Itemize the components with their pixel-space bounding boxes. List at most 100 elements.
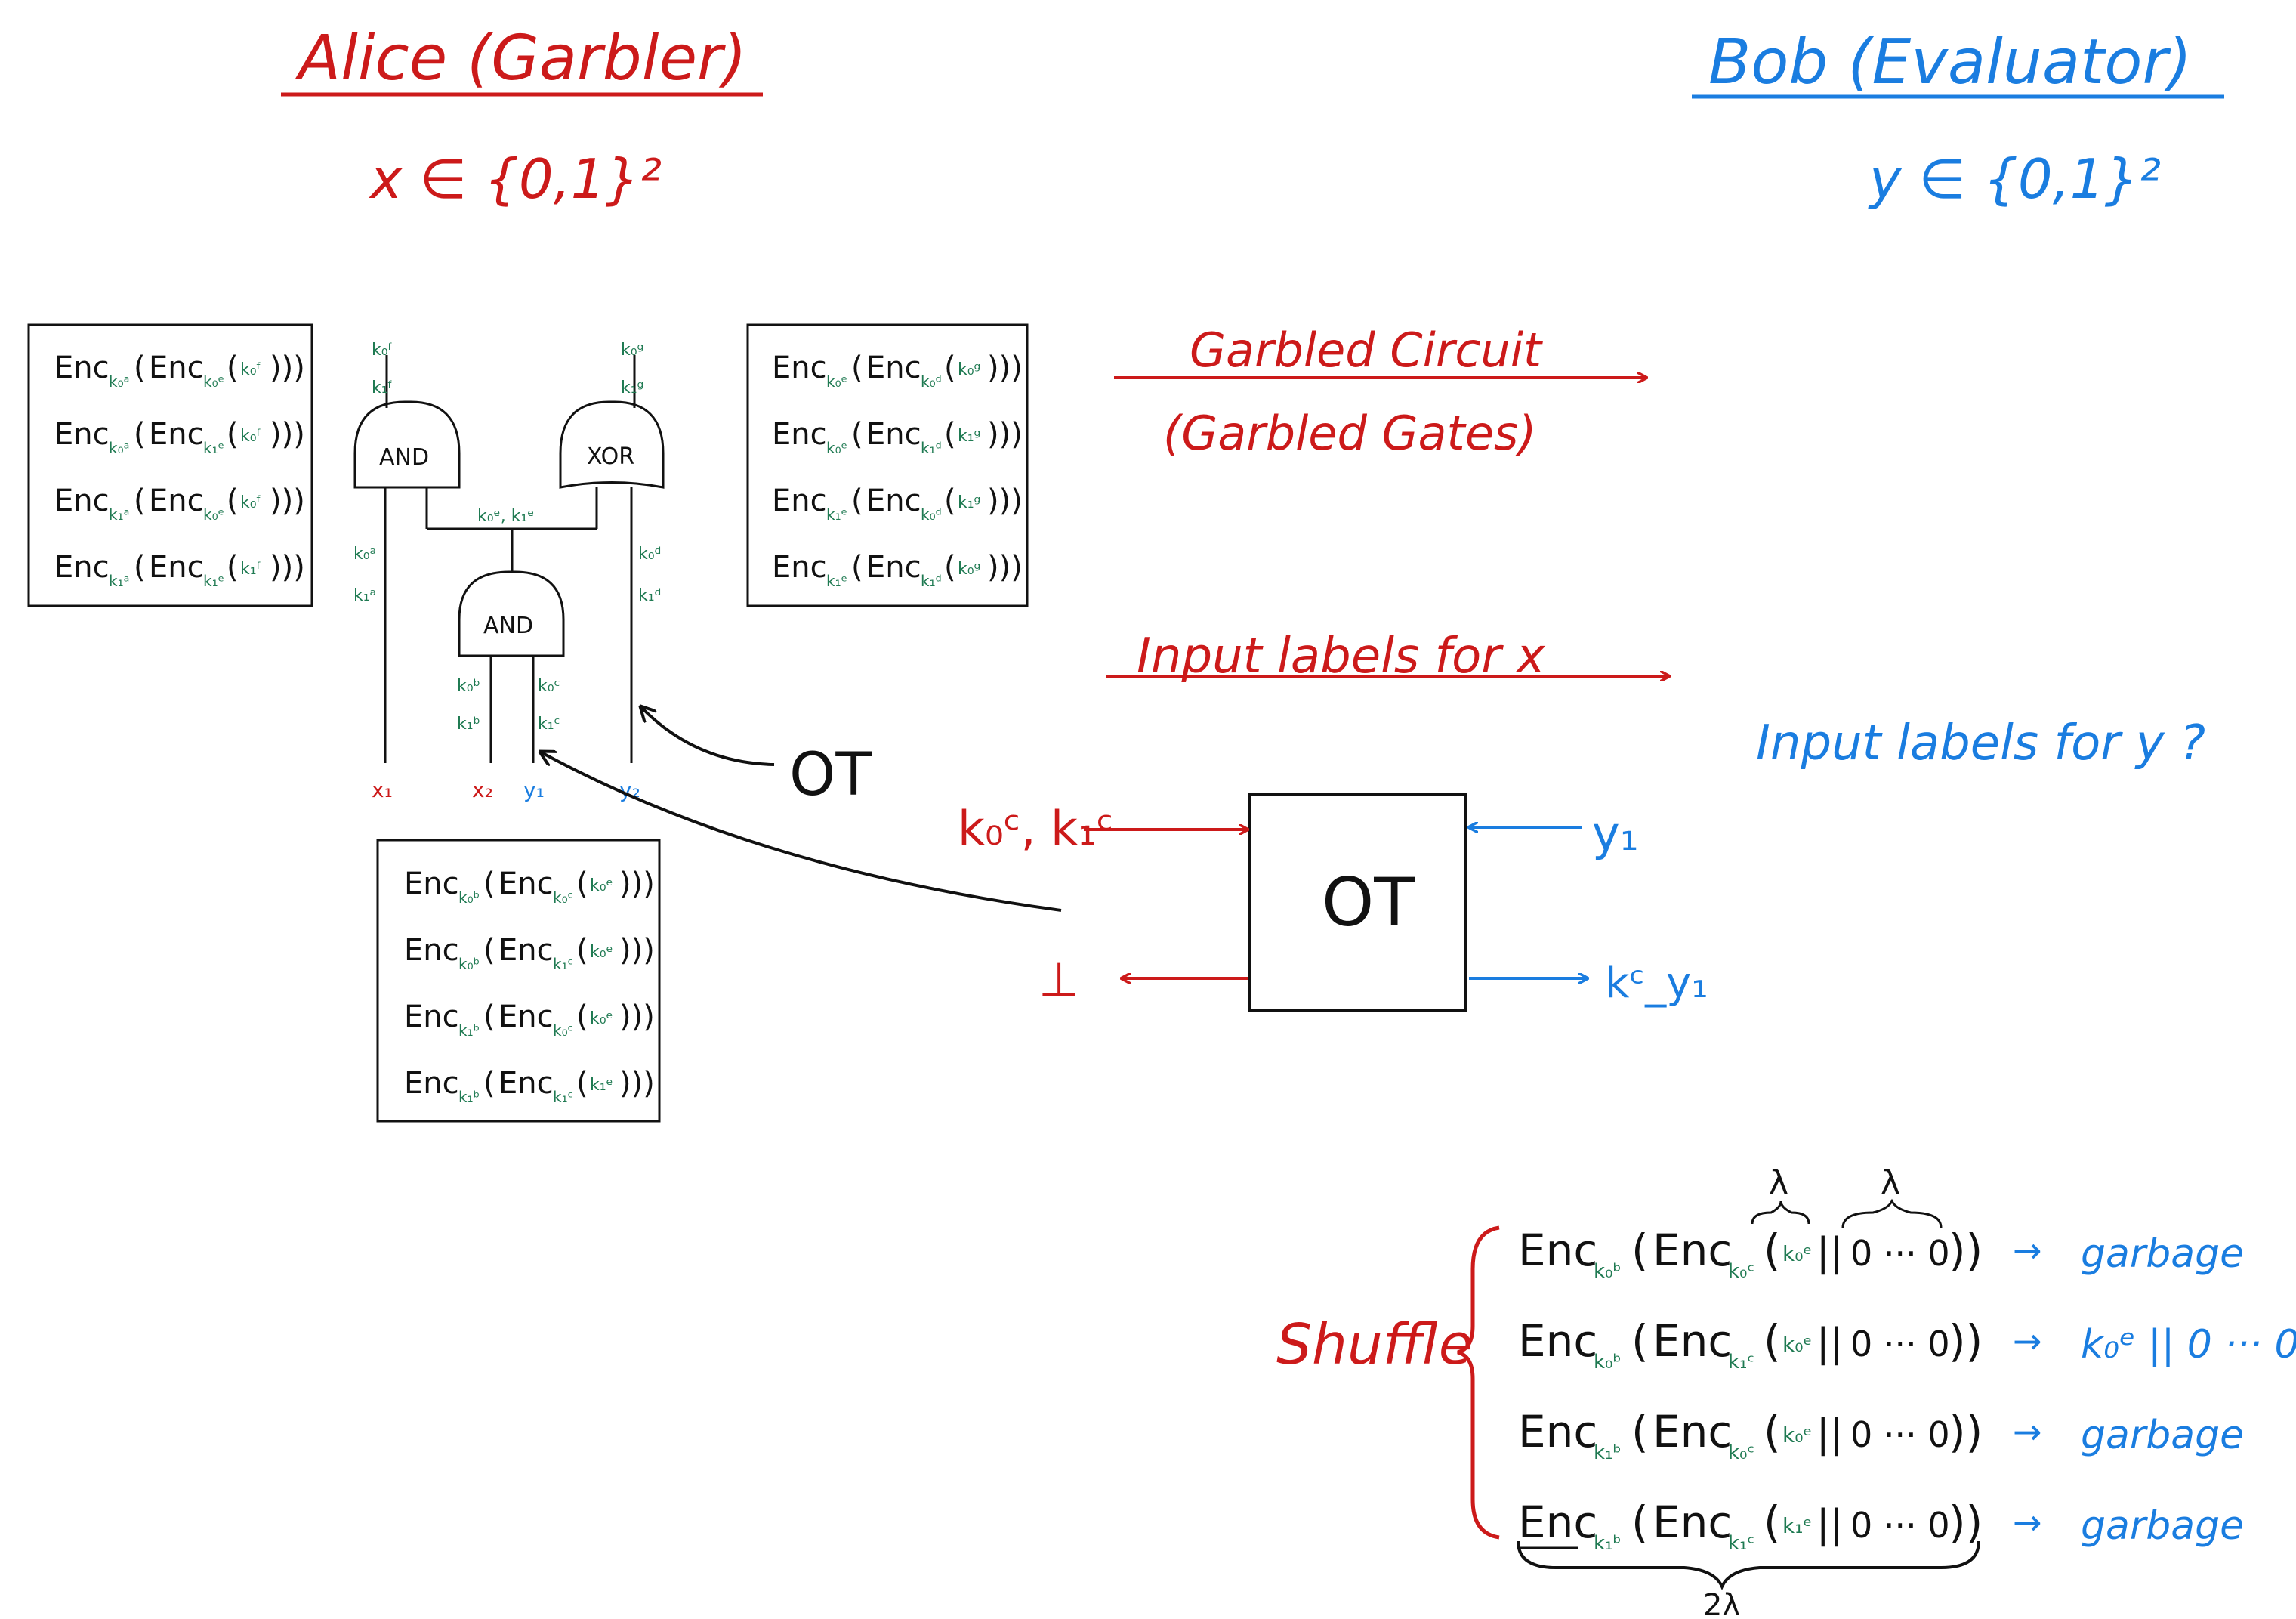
inner-key: k₀ᵈ (921, 505, 942, 524)
ot-sender-output: ⊥ (1038, 952, 1079, 1007)
ot-box (1248, 793, 1467, 1012)
plaintext-key: k₁ᵍ (958, 427, 980, 446)
ot-arrow-to-y2 (640, 706, 775, 766)
result-arrow-icon: → (2013, 1321, 2042, 1361)
zero-pad: 0 ··· 0 (1850, 1233, 1950, 1274)
paren: ( (1764, 1497, 1781, 1548)
enc-text: Enc (866, 484, 921, 518)
two-lambda-brace (1517, 1540, 1980, 1590)
shuffle-result: garbage (2081, 1413, 2244, 1458)
wire-a-label-1: k₁ᵃ (353, 586, 376, 605)
inner-key: k₁ᵈ (921, 572, 942, 590)
inner-key: k₀ᵉ (203, 505, 224, 524)
ot-arrow-to-y1 (540, 752, 1062, 912)
wire-c-label-0: k₀ᶜ (538, 677, 560, 696)
enc-text: Enc (772, 417, 827, 452)
outer-key: k₀ᵇ (1594, 1260, 1622, 1283)
paren: ( (483, 867, 495, 901)
wire-f-label-0: k₀ᶠ (372, 341, 393, 360)
plaintext-key: k₁ᵍ (958, 493, 980, 512)
ot-receiver-input: y₁ (1592, 806, 1639, 861)
bob-title: Bob (Evaluator) (1708, 26, 2192, 98)
shuffle-label: Shuffle (1276, 1312, 1473, 1377)
circuit-wires (384, 355, 636, 763)
paren: ( (483, 1066, 495, 1101)
outer-key: k₀ᵃ (109, 439, 129, 457)
ot-receiver-output: kᶜ_y₁ (1605, 959, 1708, 1008)
plaintext-key: k₀ᵉ (1782, 1241, 1812, 1266)
garbled-table-right (746, 323, 1029, 607)
paren: ( (1631, 1315, 1649, 1367)
paren: ))) (619, 1000, 655, 1034)
plaintext-key: k₀ᵉ (590, 943, 613, 962)
enc-text: Enc (1518, 1406, 1597, 1457)
wire-x1-label: x₁ (372, 777, 393, 802)
garbled-table-bottom (376, 839, 661, 1123)
enc-text: Enc (54, 351, 110, 385)
paren: ))) (619, 867, 655, 901)
wire-g-label-0: k₀ᵍ (621, 341, 643, 360)
inner-key: k₀ᶜ (553, 1021, 573, 1040)
outer-key: k₀ᵇ (458, 888, 480, 907)
enc-text: Enc (1653, 1406, 1732, 1457)
enc-text: Enc (498, 1000, 554, 1034)
zero-pad: 0 ··· 0 (1850, 1414, 1950, 1455)
paren: ( (1764, 1406, 1781, 1457)
enc-text: Enc (1653, 1315, 1732, 1367)
lambda-label-key: λ (1769, 1163, 1788, 1202)
paren: ( (851, 417, 863, 452)
enc-text: Enc (772, 484, 827, 518)
inner-key: k₁ᶜ (553, 955, 573, 973)
paren: ( (1764, 1315, 1781, 1367)
plaintext-key: k₁ᵉ (590, 1076, 613, 1095)
plaintext-key: k₁ᵉ (1782, 1513, 1812, 1538)
two-lambda-label: 2λ (1703, 1588, 1740, 1619)
garbled-table-left (27, 323, 313, 607)
wire-d-label-0: k₀ᵈ (638, 545, 661, 564)
paren: ( (1764, 1225, 1781, 1276)
paren: ))) (270, 351, 305, 385)
paren: ( (576, 933, 588, 968)
paren: ( (1631, 1225, 1649, 1276)
plaintext-key: k₀ᵍ (958, 560, 980, 579)
enc-text: Enc (54, 550, 110, 585)
shuffle-result: garbage (2081, 1231, 2244, 1277)
enc-text: Enc (149, 351, 204, 385)
wire-b-label-0: k₀ᵇ (457, 677, 480, 696)
inner-key: k₀ᶜ (553, 888, 573, 907)
paren: ( (227, 550, 239, 585)
enc-text: Enc (404, 1066, 459, 1101)
enc-text: Enc (1518, 1497, 1597, 1548)
outer-key: k₀ᵃ (109, 372, 129, 391)
concat: || (1816, 1502, 1843, 1547)
result-arrow-icon: → (2013, 1230, 2042, 1271)
paren: ( (227, 417, 239, 452)
paren: ))) (619, 1066, 655, 1101)
paren: )) (1949, 1406, 1983, 1457)
ot-box-label: OT (1322, 864, 1415, 941)
paren: ( (944, 484, 956, 518)
paren: ( (944, 351, 956, 385)
shuffle-result: k₀ᵉ || 0 ··· 0 (2081, 1322, 2296, 1367)
inner-key: k₁ᵉ (203, 572, 224, 590)
concat: || (1816, 1411, 1843, 1457)
inner-key: k₁ᶜ (1728, 1351, 1754, 1373)
enc-text: Enc (866, 550, 921, 585)
result-arrow-icon: → (2013, 1411, 2042, 1452)
paren: ( (483, 1000, 495, 1034)
paren: ( (944, 550, 956, 585)
outer-key: k₀ᵉ (826, 439, 847, 457)
garbled-gates-label: (Garbled Gates) (1163, 406, 1537, 461)
plaintext-key: k₀ᵉ (1782, 1332, 1812, 1357)
paren: ( (576, 1000, 588, 1034)
xor-gate (559, 400, 665, 489)
